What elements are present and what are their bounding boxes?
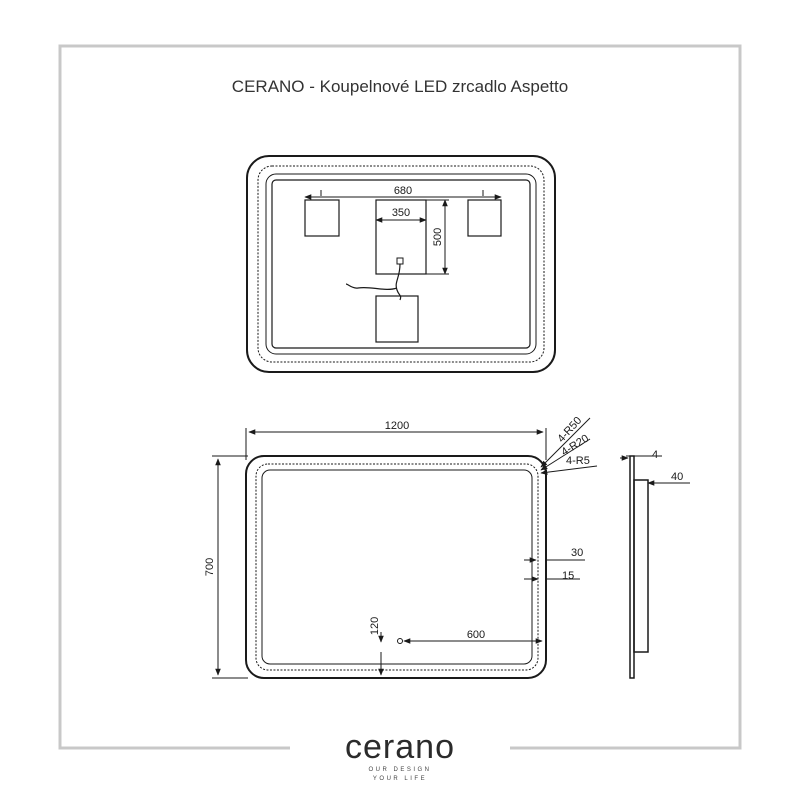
dim-30: 30 xyxy=(571,547,583,559)
power-box xyxy=(375,295,419,343)
front-view xyxy=(245,455,547,679)
front-dims xyxy=(212,417,598,679)
led-strip-outer xyxy=(257,165,545,363)
dim-15: 15 xyxy=(562,570,574,582)
dim-350: 350 xyxy=(392,207,410,219)
side-dims xyxy=(620,455,690,486)
page-title: CERANO - Koupelnové LED zrcadlo Aspetto xyxy=(232,77,568,96)
brand-tagline-2: YOUR LIFE xyxy=(373,776,427,782)
front-mirror-outline xyxy=(245,455,547,679)
bracket-right xyxy=(467,199,502,237)
brand-tagline-1: OUR DESIGN xyxy=(368,767,431,773)
dim-680: 680 xyxy=(394,185,412,197)
led-strip-inner xyxy=(265,173,537,355)
mounting-view xyxy=(246,155,556,373)
dim-4: 4 xyxy=(652,449,658,461)
side-frame xyxy=(633,479,649,653)
mounting-dims xyxy=(304,194,502,275)
touch-switch-icon xyxy=(397,638,403,644)
switch-module xyxy=(396,257,404,265)
side-view xyxy=(629,455,649,679)
central-box xyxy=(375,199,427,275)
cable xyxy=(345,263,402,301)
front-led-inner xyxy=(261,469,533,665)
glass-area xyxy=(271,179,531,349)
dim-1200: 1200 xyxy=(385,420,409,432)
dim-r5: 4-R5 xyxy=(566,455,590,467)
page-frame xyxy=(58,44,742,750)
dim-700: 700 xyxy=(204,558,216,576)
dim-600: 600 xyxy=(467,629,485,641)
dim-40: 40 xyxy=(671,471,683,483)
dim-120: 120 xyxy=(369,617,381,635)
bracket-left xyxy=(304,199,340,237)
brand-logo: cerano xyxy=(345,728,455,766)
dim-500: 500 xyxy=(432,228,444,246)
front-led-outer xyxy=(255,463,539,671)
mirror-outline xyxy=(246,155,556,373)
